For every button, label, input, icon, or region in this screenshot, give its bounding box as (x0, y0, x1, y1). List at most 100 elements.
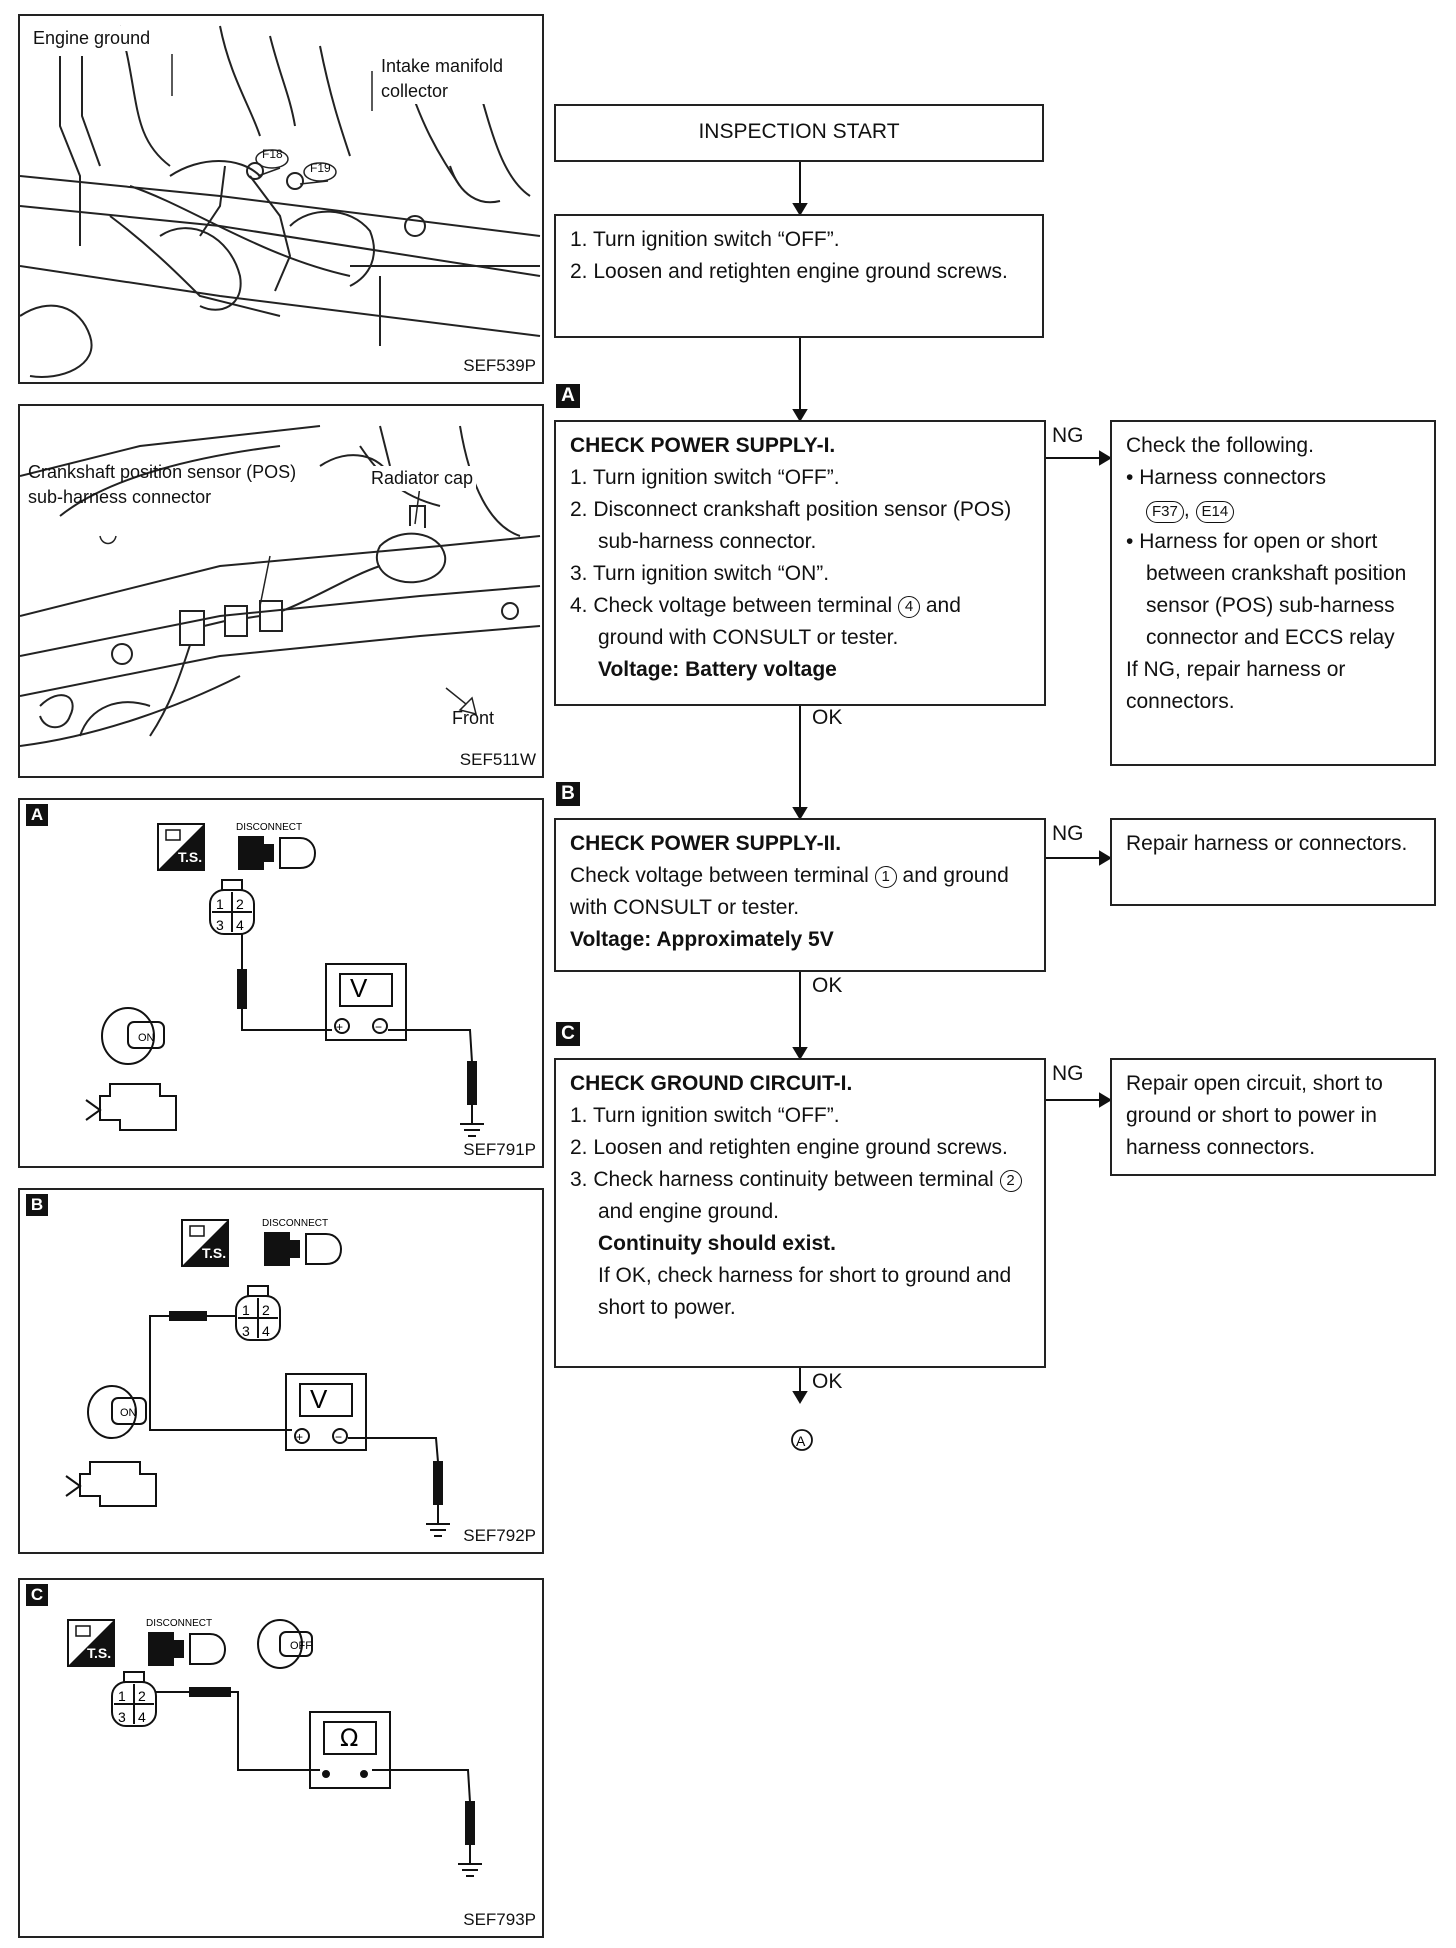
test-symbol-icon (67, 1619, 115, 1667)
ng-intro: Check the following. (1126, 434, 1314, 457)
svg-text:ON: ON (138, 1032, 155, 1044)
spec-value: Voltage: Approximately 5V (570, 928, 834, 951)
terminal-number: 2 (999, 1170, 1022, 1192)
voltmeter-symbol: V (350, 973, 368, 1003)
step-text: and ground with CONSULT or tester. (598, 594, 961, 649)
svg-text:4: 4 (138, 1709, 146, 1725)
svg-text:1: 1 (118, 1688, 126, 1704)
check-power-supply-1-box: CHECK POWER SUPPLY-I. 1. Turn ignition s… (554, 420, 1046, 706)
ok-label: OK (812, 974, 843, 997)
bullet-text: Harness connectors (1139, 466, 1326, 489)
radiator-cap-label: Radiator cap (368, 466, 477, 491)
check-instruction: Check voltage between terminal 1 and gro… (570, 860, 1030, 924)
svg-text:2: 2 (262, 1302, 270, 1318)
ok-label: OK (812, 706, 843, 729)
section-mark-c: C (556, 1022, 580, 1046)
disconnect-icon (148, 1632, 227, 1666)
figure-code: SEF511W (459, 750, 536, 769)
voltage-test-diagram: 1 2 3 4 V + − ON (85, 822, 484, 1137)
step-item: 1. Turn ignition switch “OFF”. (570, 466, 840, 489)
harness-connector-icon (209, 879, 255, 935)
diagram-b: B 1 2 3 4 (18, 1188, 544, 1554)
step-item: 2. Loosen and retighten engine ground sc… (570, 1136, 1008, 1159)
test-symbol-icon (181, 1219, 229, 1267)
crankshaft-drawing (20, 425, 541, 747)
svg-text:+: + (336, 1020, 343, 1034)
terminal-number: 4 (898, 596, 921, 618)
step-item: 2. Disconnect crankshaft position sensor… (570, 498, 1012, 553)
continue-marker: A (796, 1433, 806, 1449)
harness-connector-icon (111, 1671, 157, 1727)
figure-code: SEF539P (463, 356, 536, 375)
svg-text:−: − (375, 1020, 382, 1034)
check-title: CHECK POWER SUPPLY-II. (570, 832, 842, 855)
svg-text:2: 2 (236, 896, 244, 912)
figure-code: SEF793P (463, 1910, 536, 1929)
section-mark-a: A (556, 384, 580, 408)
voltage-test-diagram: 1 2 3 4 V + − ON T.S. DISCONNECT (65, 1218, 450, 1537)
voltmeter-symbol: V (310, 1384, 328, 1414)
step-item: 3. Check harness continuity between term… (570, 1164, 1030, 1228)
engine-ground-illustration: Engine ground Intake manifold collector … (18, 14, 544, 384)
section-letter: A (26, 804, 48, 826)
step-text: and ground with CONSULT or tester. (570, 864, 1009, 919)
disconnect-icon (238, 836, 317, 870)
figure-code: SEF791P (463, 1140, 536, 1159)
ng-action-box-a: Check the following. • Harness connector… (1110, 420, 1436, 766)
harness-connector-icon (235, 1285, 281, 1341)
engine-ground-drawing (20, 25, 541, 378)
disconnect-icon (264, 1232, 343, 1266)
check-title: CHECK POWER SUPPLY-I. (570, 434, 836, 457)
svg-text:OFF: OFF (290, 1640, 312, 1652)
svg-text:2: 2 (138, 1688, 146, 1704)
ng-repair-text: Repair open circuit, short to ground or … (1126, 1072, 1383, 1159)
ohmmeter-symbol: Ω (340, 1724, 358, 1752)
spec-value: Continuity should exist. (598, 1232, 837, 1255)
ts-label: T.S. (87, 1645, 111, 1661)
ng-action-box-b: Repair harness or connectors. (1110, 818, 1436, 906)
ng-label: NG (1052, 1062, 1084, 1085)
svg-text:3: 3 (216, 917, 224, 933)
step-item: 2. Loosen and retighten engine ground sc… (570, 260, 1008, 283)
connector-f18-label: F18 (262, 147, 283, 161)
check-title: CHECK GROUND CIRCUIT-I. (570, 1072, 853, 1095)
initial-step-box: 1. Turn ignition switch “OFF”. 2. Loosen… (554, 214, 1044, 338)
connector-tag: F37 (1146, 501, 1184, 523)
ts-label: T.S. (202, 1245, 226, 1261)
test-symbol-icon (157, 823, 205, 871)
svg-text:+: + (296, 1430, 303, 1444)
inspection-start-label: INSPECTION START (698, 120, 900, 143)
svg-text:3: 3 (118, 1709, 126, 1725)
inspection-start-box: INSPECTION START (554, 104, 1044, 162)
ts-label: T.S. (178, 849, 202, 865)
step-text: and engine ground. (598, 1200, 779, 1223)
section-letter: B (26, 1194, 48, 1216)
svg-text:4: 4 (236, 917, 244, 933)
step-text: Check voltage between terminal (570, 864, 869, 887)
ok-label: OK (812, 1370, 843, 1393)
engine-ground-label: Engine ground (30, 26, 154, 51)
terminal-number: 1 (874, 866, 897, 888)
crankshaft-sensor-illustration: Crankshaft position sensor (POS) sub-har… (18, 404, 544, 778)
svg-text:3: 3 (242, 1323, 250, 1339)
ignition-off-icon (257, 1619, 313, 1669)
step-text: 3. Check harness continuity between term… (570, 1168, 994, 1191)
ng-repair-text: Repair harness or connectors. (1126, 832, 1408, 855)
svg-text:ON: ON (120, 1407, 137, 1419)
section-letter: C (26, 1584, 48, 1606)
step-item: 4. Check voltage between terminal 4 and … (570, 590, 1030, 654)
disconnect-label: DISCONNECT (262, 1218, 328, 1229)
connector-f19-label: F19 (310, 161, 331, 175)
bullet-text: Harness for open or short between cranks… (1139, 530, 1407, 649)
check-note: If OK, check harness for short to ground… (598, 1264, 1012, 1319)
disconnect-label: DISCONNECT (236, 822, 302, 833)
ng-bullet: • Harness for open or short between cran… (1126, 530, 1407, 649)
connector-tag: E14 (1195, 501, 1235, 523)
ng-repair-text: If NG, repair harness or connectors. (1126, 658, 1346, 713)
ng-label: NG (1052, 822, 1084, 845)
svg-text:1: 1 (216, 896, 224, 912)
disconnect-label: DISCONNECT (146, 1618, 212, 1629)
svg-text:−: − (335, 1430, 342, 1444)
